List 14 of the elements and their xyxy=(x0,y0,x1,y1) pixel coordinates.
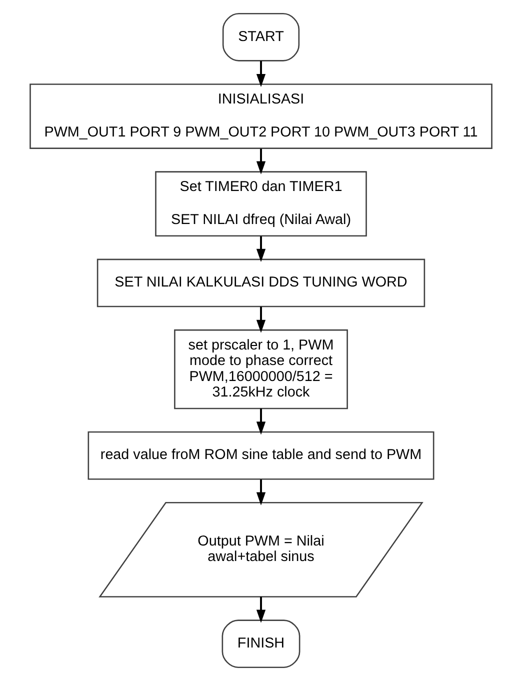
arrow xyxy=(256,479,266,506)
node-box: SET NILAI KALKULASI DDS TUNING WORD xyxy=(96,258,426,308)
node-box: read value froM ROM sine table and send to PWM xyxy=(88,431,434,480)
arrow xyxy=(256,61,266,88)
arrow xyxy=(256,596,266,623)
arrow xyxy=(256,148,266,174)
node-box: FINISH xyxy=(222,620,300,668)
node-box: INISIALISASI PWM_OUT1 PORT 9 PWM_OUT2 PORT 10 PWM_OUT3 PORT 11 xyxy=(30,84,492,149)
arrow xyxy=(256,408,266,435)
arrow xyxy=(256,306,266,333)
arrow xyxy=(256,236,266,262)
node-box: Set TIMER0 dan TIMER1 SET NILAI dfreq (Nilai Awal) xyxy=(155,171,367,237)
node-box: START xyxy=(222,12,300,62)
node-box: set prscaler to 1, PWM mode to phase correct PWM,16000000/512 = 31.25kHz clock xyxy=(174,329,348,410)
